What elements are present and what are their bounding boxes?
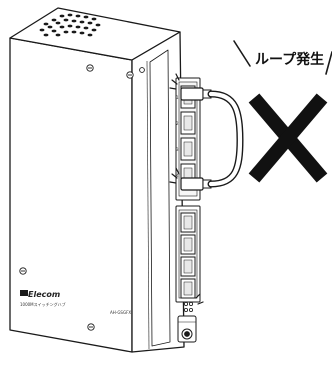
spark-marks <box>169 73 204 305</box>
led-indicators <box>183 301 193 312</box>
prohibited-cross-icon <box>248 93 328 183</box>
port-number-1: 1 <box>176 95 179 100</box>
brand-logo-mark <box>20 290 28 296</box>
branding: Elecom 1000Mスイッチングハブ AH-GSGFX <box>20 290 131 315</box>
brand-tagline: 1000Mスイッチングハブ <box>20 301 66 307</box>
callout-right-slash <box>325 51 332 75</box>
switch-chassis <box>9 7 185 353</box>
port-6 <box>180 234 196 255</box>
screw-bottom-left <box>19 267 27 275</box>
screw-top <box>86 64 94 72</box>
spark-upper <box>169 73 180 90</box>
port-number-3: 3 <box>176 147 179 152</box>
lower-cable-plug <box>180 177 204 191</box>
brand-name: Elecom <box>28 290 60 299</box>
port-2 <box>180 111 196 135</box>
screw-front-top <box>139 67 145 73</box>
loop-cable <box>180 87 244 191</box>
model-name: AH-GSGFX <box>110 310 131 315</box>
chassis-screws <box>19 64 145 331</box>
chassis-front-face <box>131 31 185 353</box>
port-8 <box>180 278 196 299</box>
spark-led <box>195 293 204 305</box>
upper-cable-plug <box>180 87 204 101</box>
port-number-4: 4 <box>176 173 179 178</box>
loop-callout: ループ発生 <box>233 40 332 75</box>
top-vent-holes <box>39 13 101 37</box>
port-group-lower <box>175 205 201 303</box>
callout-left-slash <box>233 40 251 67</box>
port-5 <box>180 212 196 233</box>
port-7 <box>180 256 196 277</box>
port-number-2: 2 <box>176 121 179 126</box>
port-3 <box>180 137 196 161</box>
callout-label: ループ発生 <box>255 51 324 68</box>
front-panel-border <box>149 49 171 347</box>
screw-bottom <box>87 323 95 331</box>
screw-right <box>126 71 134 79</box>
spark-lower <box>169 167 180 184</box>
cable-inner <box>208 91 243 187</box>
power-connector <box>177 315 197 343</box>
